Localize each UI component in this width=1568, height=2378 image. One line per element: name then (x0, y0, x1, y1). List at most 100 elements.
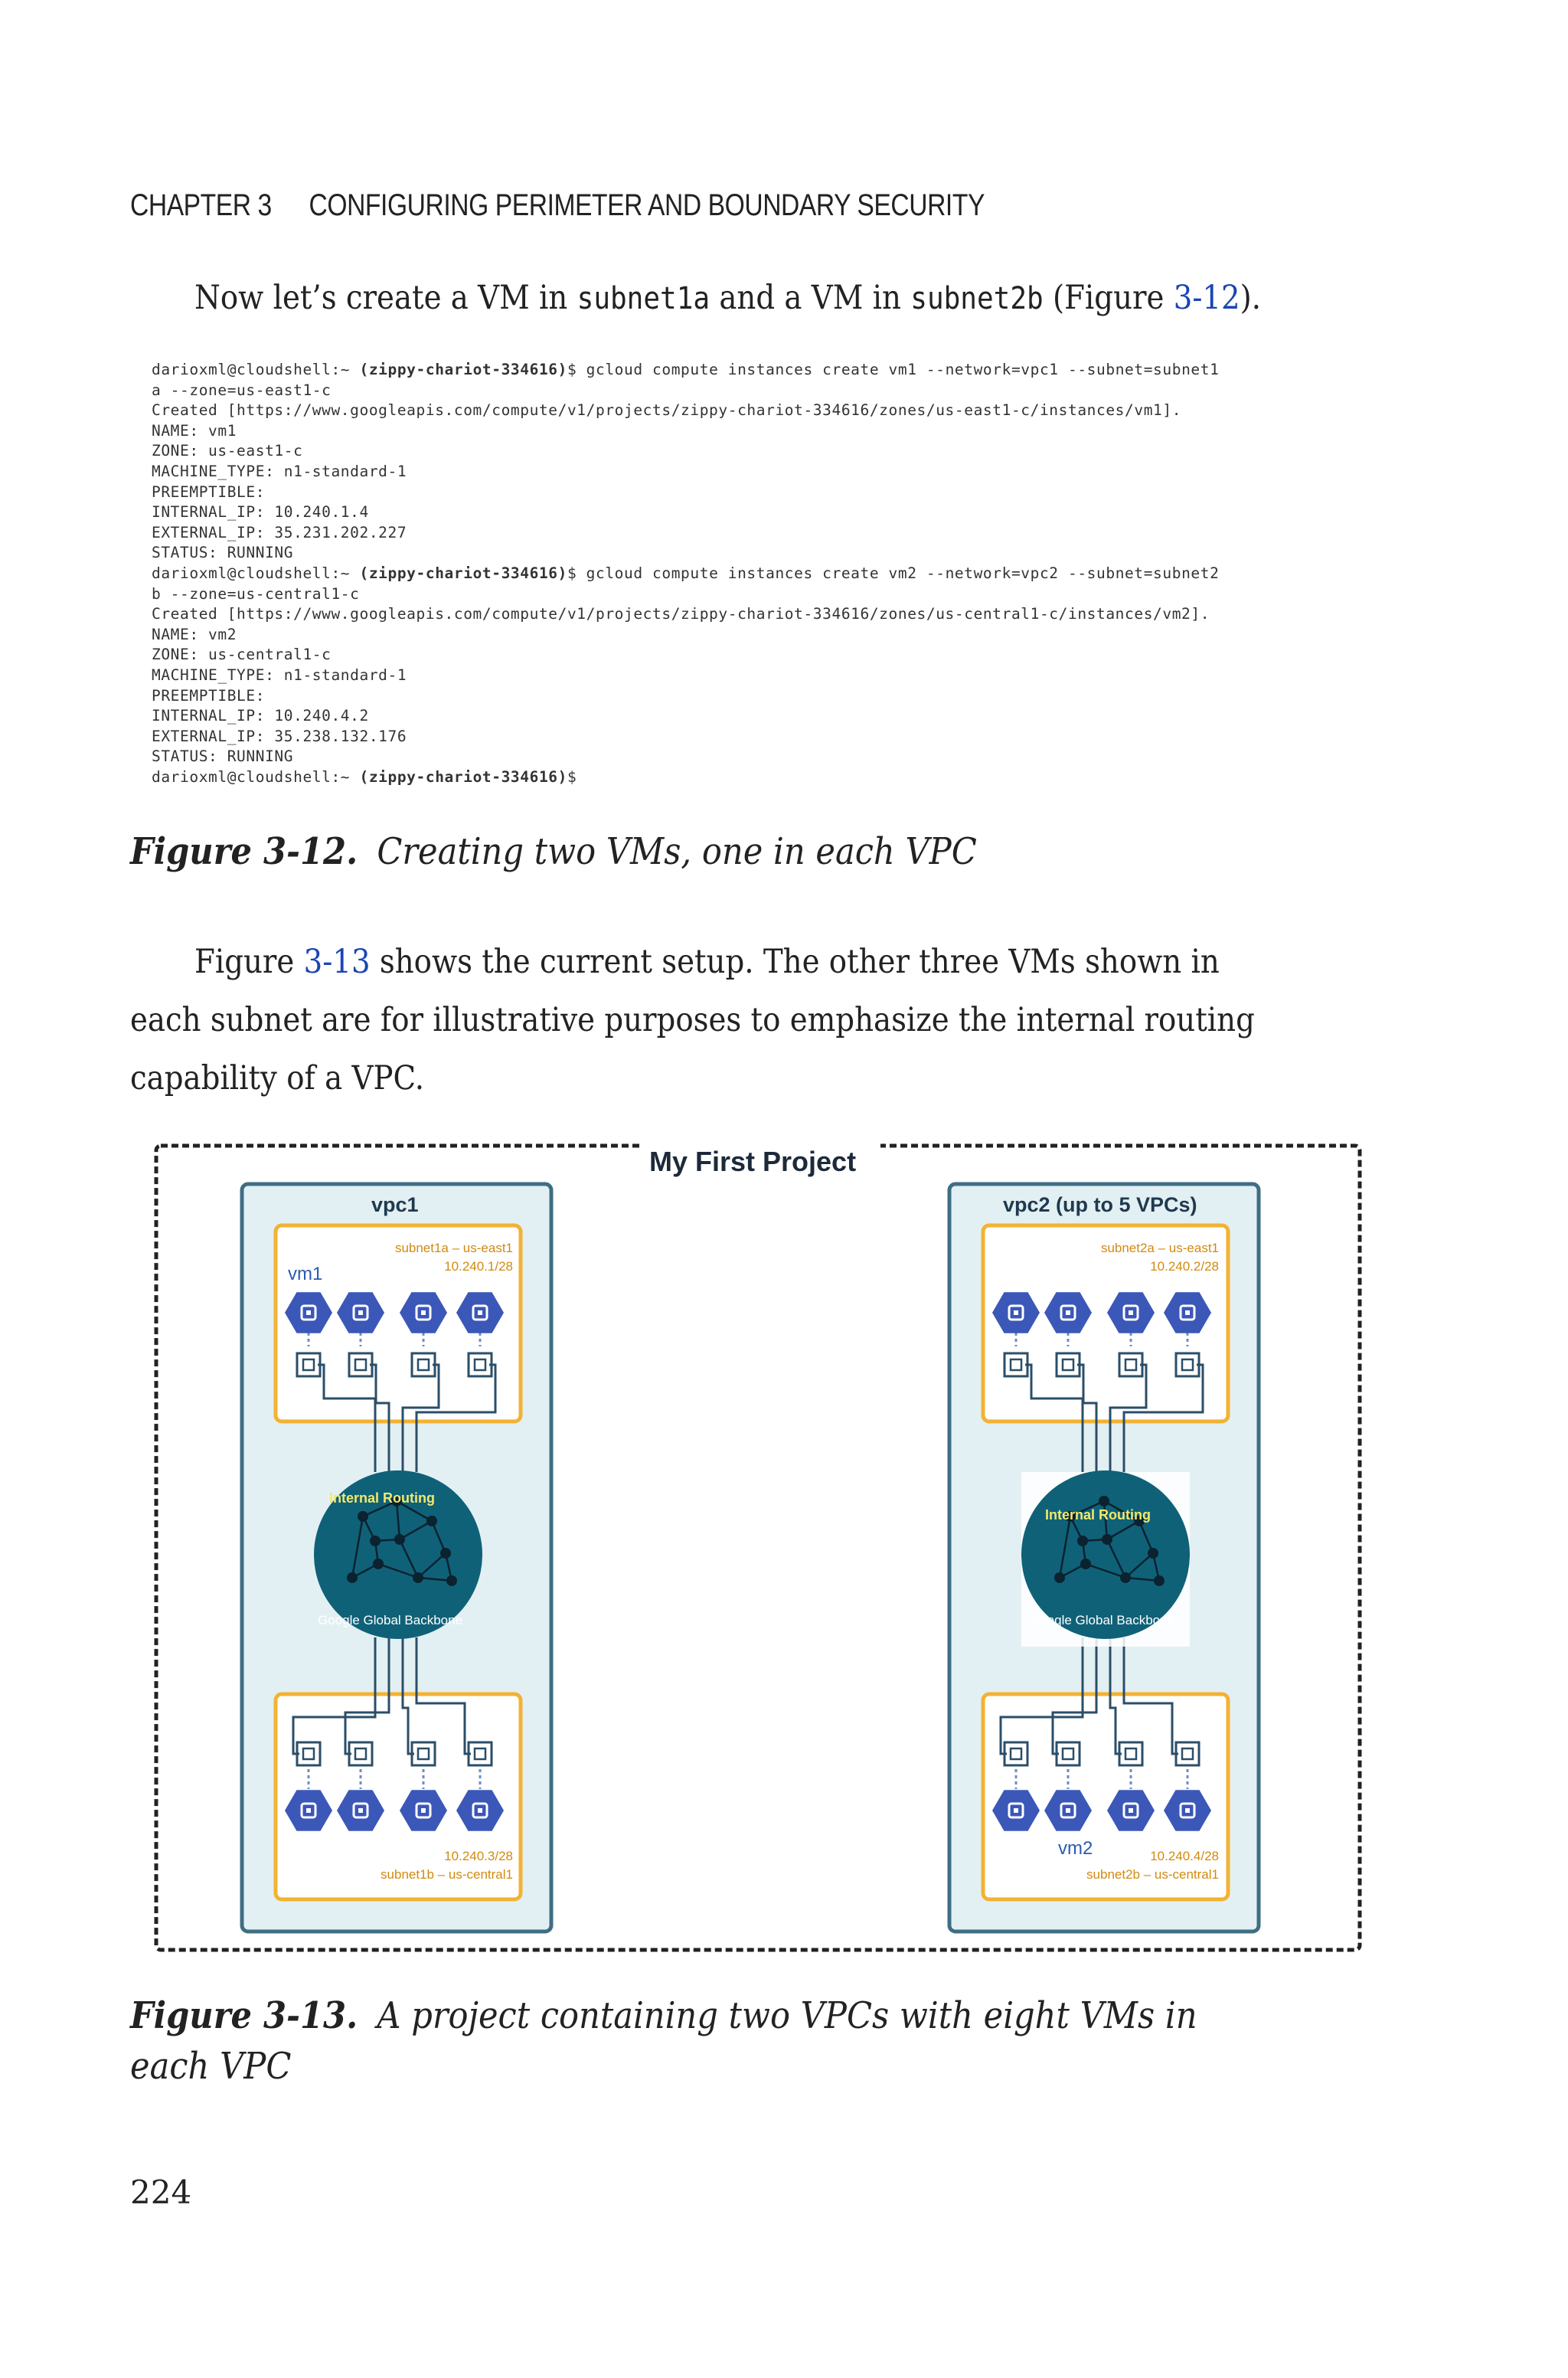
vpc1-mesh-node-8 (370, 1536, 381, 1546)
terminal-output: darioxml@cloudshell:~ (zippy-chariot-334… (152, 360, 1377, 787)
vpc2-top-route-2 (1109, 1363, 1148, 1472)
vpc2-top-vm-1-icon-chip-core (1066, 1310, 1070, 1315)
vpc2-top-route-0 (1025, 1363, 1084, 1472)
vpc2-backbone-globe (1021, 1470, 1190, 1639)
vpc2-bottom-nic-1-icon (1055, 1741, 1081, 1767)
vpc1-mesh-node-3 (440, 1548, 451, 1559)
vpc2-mesh-node-3 (1148, 1548, 1158, 1559)
subnet2b-cidr: 10.240.4/28 (1150, 1849, 1219, 1863)
vpc2-top-nic-0-icon (1003, 1352, 1029, 1378)
vpc1-top-route-1 (370, 1363, 390, 1472)
vpc1-top-route-0 (318, 1363, 377, 1472)
project-border (154, 1143, 1362, 1952)
vpc1-top-vm-1-icon-chip (352, 1304, 369, 1321)
vpc2-top-vm-3-icon-chip-core (1185, 1310, 1190, 1315)
vpc2-bottom-nic-3-icon (1174, 1741, 1200, 1767)
vpc1-top-vm-2-icon-chip (415, 1304, 432, 1321)
vpc1-top-vm-3-icon-chip (472, 1304, 488, 1321)
subnet1a-name: subnet1a – us-east1 (394, 1241, 513, 1255)
terminal-line: NAME: vm2 (152, 625, 237, 643)
intro-paragraph: Now let’s create a VM in subnet1a and a … (194, 269, 1261, 328)
vpc2-top-subnet (981, 1223, 1230, 1424)
para2-text-b: shows the current setup. The other three… (370, 943, 1220, 981)
vpc1-bottom-vm-2-icon-chip-core (421, 1808, 426, 1813)
figure-3-12-link[interactable]: 3-12 (1173, 279, 1240, 317)
vpc1-bottom-vm-1-icon-chip-core (358, 1808, 363, 1813)
vpc2-top-vm-0-icon-chip (1008, 1304, 1024, 1321)
vpc-diagram: My First Project vpc1 vpc2 (up to 5 VPCs… (153, 1143, 1363, 1954)
vpc2-bottom-vm-3-icon-chip (1179, 1802, 1196, 1819)
vpc2-bottom-subnet (981, 1692, 1230, 1902)
vpc1-mesh-edge-14 (395, 1500, 401, 1540)
vpc1-bottom-vm-1-icon-chip (352, 1802, 369, 1819)
vpc2-top-vm-0-icon-chip-core (1014, 1310, 1018, 1315)
figure-3-12-text: Creating two VMs, one in each VPC (377, 830, 977, 873)
diagram-graphic (154, 1143, 1362, 1952)
vpc1-mesh-node-7 (394, 1534, 405, 1545)
para2-line-3: capability of a VPC. (130, 1059, 425, 1097)
vpc2-bottom-vm-0-icon-chip-core (1014, 1808, 1018, 1813)
terminal-line: EXTERNAL_IP: 35.238.132.176 (152, 727, 407, 745)
vm2-label: vm2 (1058, 1838, 1093, 1859)
vpc1-top-vm-0-icon-chip (300, 1304, 317, 1321)
vpc1-mesh-node-2 (426, 1516, 437, 1526)
vpc2-mesh-node-6 (1054, 1572, 1065, 1583)
vm1-label: vm1 (288, 1264, 323, 1284)
subnet1a-code: subnet1a (577, 281, 710, 316)
vpc1-bottom-nic-3-icon-inner (473, 1747, 487, 1761)
vpc1-top-nic-1-icon (348, 1352, 374, 1378)
figure-3-12-caption: Figure 3-12. Creating two VMs, one in eac… (130, 830, 977, 873)
terminal-line: INTERNAL_IP: 10.240.1.4 (152, 503, 369, 522)
vpc1-mesh-node-4 (413, 1572, 423, 1583)
vpc1-mesh-edge-13 (417, 1576, 452, 1582)
figure-3-12-label: Figure 3-12. (130, 830, 358, 873)
vpc2-bottom-route-0 (999, 1637, 1084, 1755)
terminal-line: Created [https://www.googleapis.com/comp… (152, 605, 1210, 623)
vpc1-bottom-nic-0-icon (296, 1741, 322, 1767)
figure-3-13-link[interactable]: 3-13 (303, 943, 371, 981)
vpc1-bottom-route-1 (344, 1637, 390, 1755)
intro-text-4: ). (1240, 279, 1262, 317)
vpc2-title: vpc2 (up to 5 VPCs) (1003, 1193, 1197, 1216)
subnet1a-cidr: 10.240.1/28 (444, 1259, 513, 1274)
vpc1-mesh-node-6 (347, 1572, 358, 1583)
vpc1-mesh-edge-0 (362, 1500, 397, 1518)
vpc1-top-nic-0-icon-inner (302, 1358, 315, 1372)
vpc1-top-nic-2-icon-inner (416, 1358, 430, 1372)
vpc2-top-nic-1-icon-inner (1061, 1358, 1075, 1372)
vpc2-top-nic-2-icon-inner (1124, 1358, 1138, 1372)
vpc2-top-nic-3-icon (1174, 1352, 1200, 1378)
vpc2-bottom-vm-2-icon-chip-core (1129, 1808, 1133, 1813)
subnet2b-code: subnet2b (910, 281, 1044, 316)
vpc1-mesh-edge-4 (377, 1562, 419, 1579)
vpc2-mesh-node-4 (1120, 1572, 1131, 1583)
vpc1-bottom-route-3 (415, 1637, 471, 1755)
vpc2-mesh-edge-8 (1106, 1519, 1140, 1541)
vpc1-bottom-vm-0-icon-chip (300, 1802, 317, 1819)
terminal-line: EXTERNAL_IP: 35.231.202.227 (152, 523, 407, 541)
vpc2-bottom-vm-1-icon-chip (1060, 1802, 1076, 1819)
subnet2b-name: subnet2b – us-central1 (1086, 1867, 1219, 1882)
vpc1-top-nic-1-icon-inner (354, 1358, 368, 1372)
page-number: 224 (130, 2174, 192, 2211)
subnet1b-label: 10.240.3/28 subnet1b – us-central1 (333, 1847, 513, 1884)
vpc2-bottom-nic-2-icon (1118, 1741, 1144, 1767)
terminal-line: a --zone=us-east1-c (152, 381, 332, 399)
terminal-line: b --zone=us-central1-c (152, 584, 360, 603)
subnet1b-cidr: 10.240.3/28 (444, 1849, 513, 1863)
vpc2-mesh-edge-2 (1138, 1520, 1155, 1554)
vpc2-mesh-node-7 (1102, 1534, 1112, 1545)
vpc1-title: vpc1 (371, 1193, 419, 1216)
vpc1-bottom-route-0 (292, 1637, 377, 1755)
vpc1-mesh-edge-8 (399, 1519, 433, 1541)
terminal-line: STATUS: RUNNING (152, 544, 294, 562)
vpc1-mesh-node-0 (358, 1511, 368, 1522)
vpc2-mesh-edge-14 (1102, 1500, 1109, 1540)
section-title: CONFIGURING PERIMETER AND BOUNDARY SECUR… (309, 188, 985, 222)
vpc2-mesh-edge-9 (1106, 1539, 1127, 1578)
vpc2-top-vm-1-icon-chip (1060, 1304, 1076, 1321)
vpc2-bottom-vm-3-icon-chip-core (1185, 1808, 1190, 1813)
terminal-line: Created [https://www.googleapis.com/comp… (152, 401, 1182, 420)
vpc1-bottom-vm-0-icon-chip-core (306, 1808, 311, 1813)
